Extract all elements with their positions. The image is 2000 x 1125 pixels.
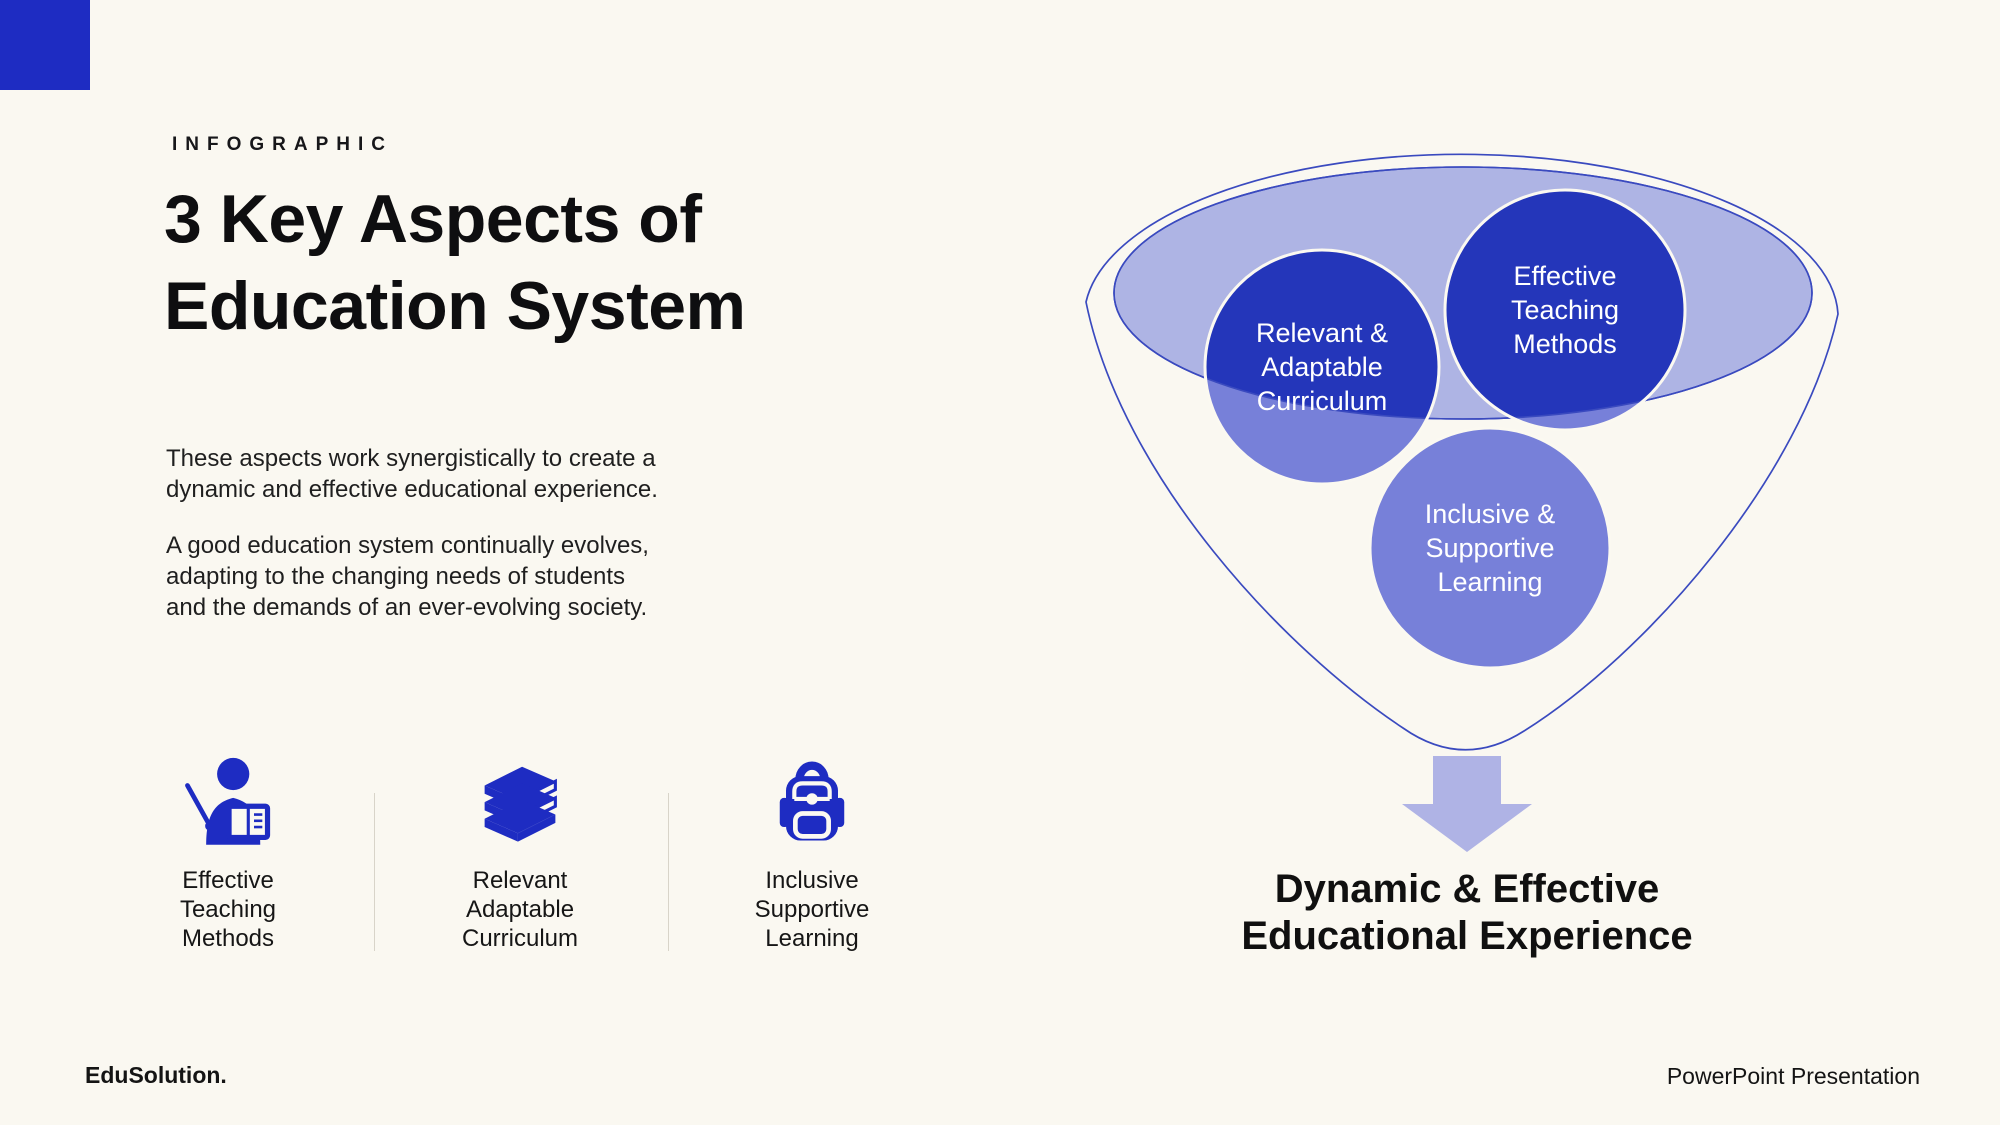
brand-name: EduSolution. [85,1062,227,1088]
feature-divider [668,793,669,951]
teacher-icon [103,748,353,852]
funnel-caption: Dynamic & Effective Educational Experien… [1241,867,1693,958]
down-arrow-icon [1402,756,1532,852]
bubble-relevant-curriculum-dark [1205,250,1439,419]
funnel-outline [1085,153,1839,751]
bubble-label-effective-teaching: Effective Teaching Methods [1510,261,1620,359]
bubble-label-inclusive-learning: Inclusive & Supportive Learning [1424,499,1556,597]
bubble-label-relevant-curriculum: Relevant & Adaptable Curriculum [1255,318,1389,416]
kicker-label: INFOGRAPHIC [172,134,393,155]
slide-title: 3 Key Aspects of Education System [164,181,746,345]
presentation-label: PowerPoint Presentation [1666,1063,1920,1089]
bubble-ring [1443,188,1687,432]
bubble-effective-teaching-dark [1445,190,1685,419]
corner-accent-square [0,0,90,90]
bubble-ring [1203,248,1441,486]
feature-relevant-curriculum: Relevant Adaptable Curriculum [395,748,645,953]
bubble-inclusive-learning [1368,426,1612,670]
feature-divider [374,793,375,951]
body-copy: These aspects work synergistically to cr… [166,444,786,650]
feature-label: Relevant Adaptable Curriculum [461,867,578,952]
feature-effective-teaching: Effective Teaching Methods [103,748,353,953]
body-paragraph-2: A good education system continually evol… [166,532,649,621]
funnel-top-ellipse-edge [1113,166,1813,420]
feature-inclusive-learning: Inclusive Supportive Learning [687,748,937,953]
body-paragraph-1: These aspects work synergistically to cr… [166,445,658,503]
feature-label: Inclusive Supportive Learning [754,867,870,952]
backpack-icon [687,748,937,852]
books-icon [395,748,645,852]
feature-label: Effective Teaching Methods [179,867,277,952]
